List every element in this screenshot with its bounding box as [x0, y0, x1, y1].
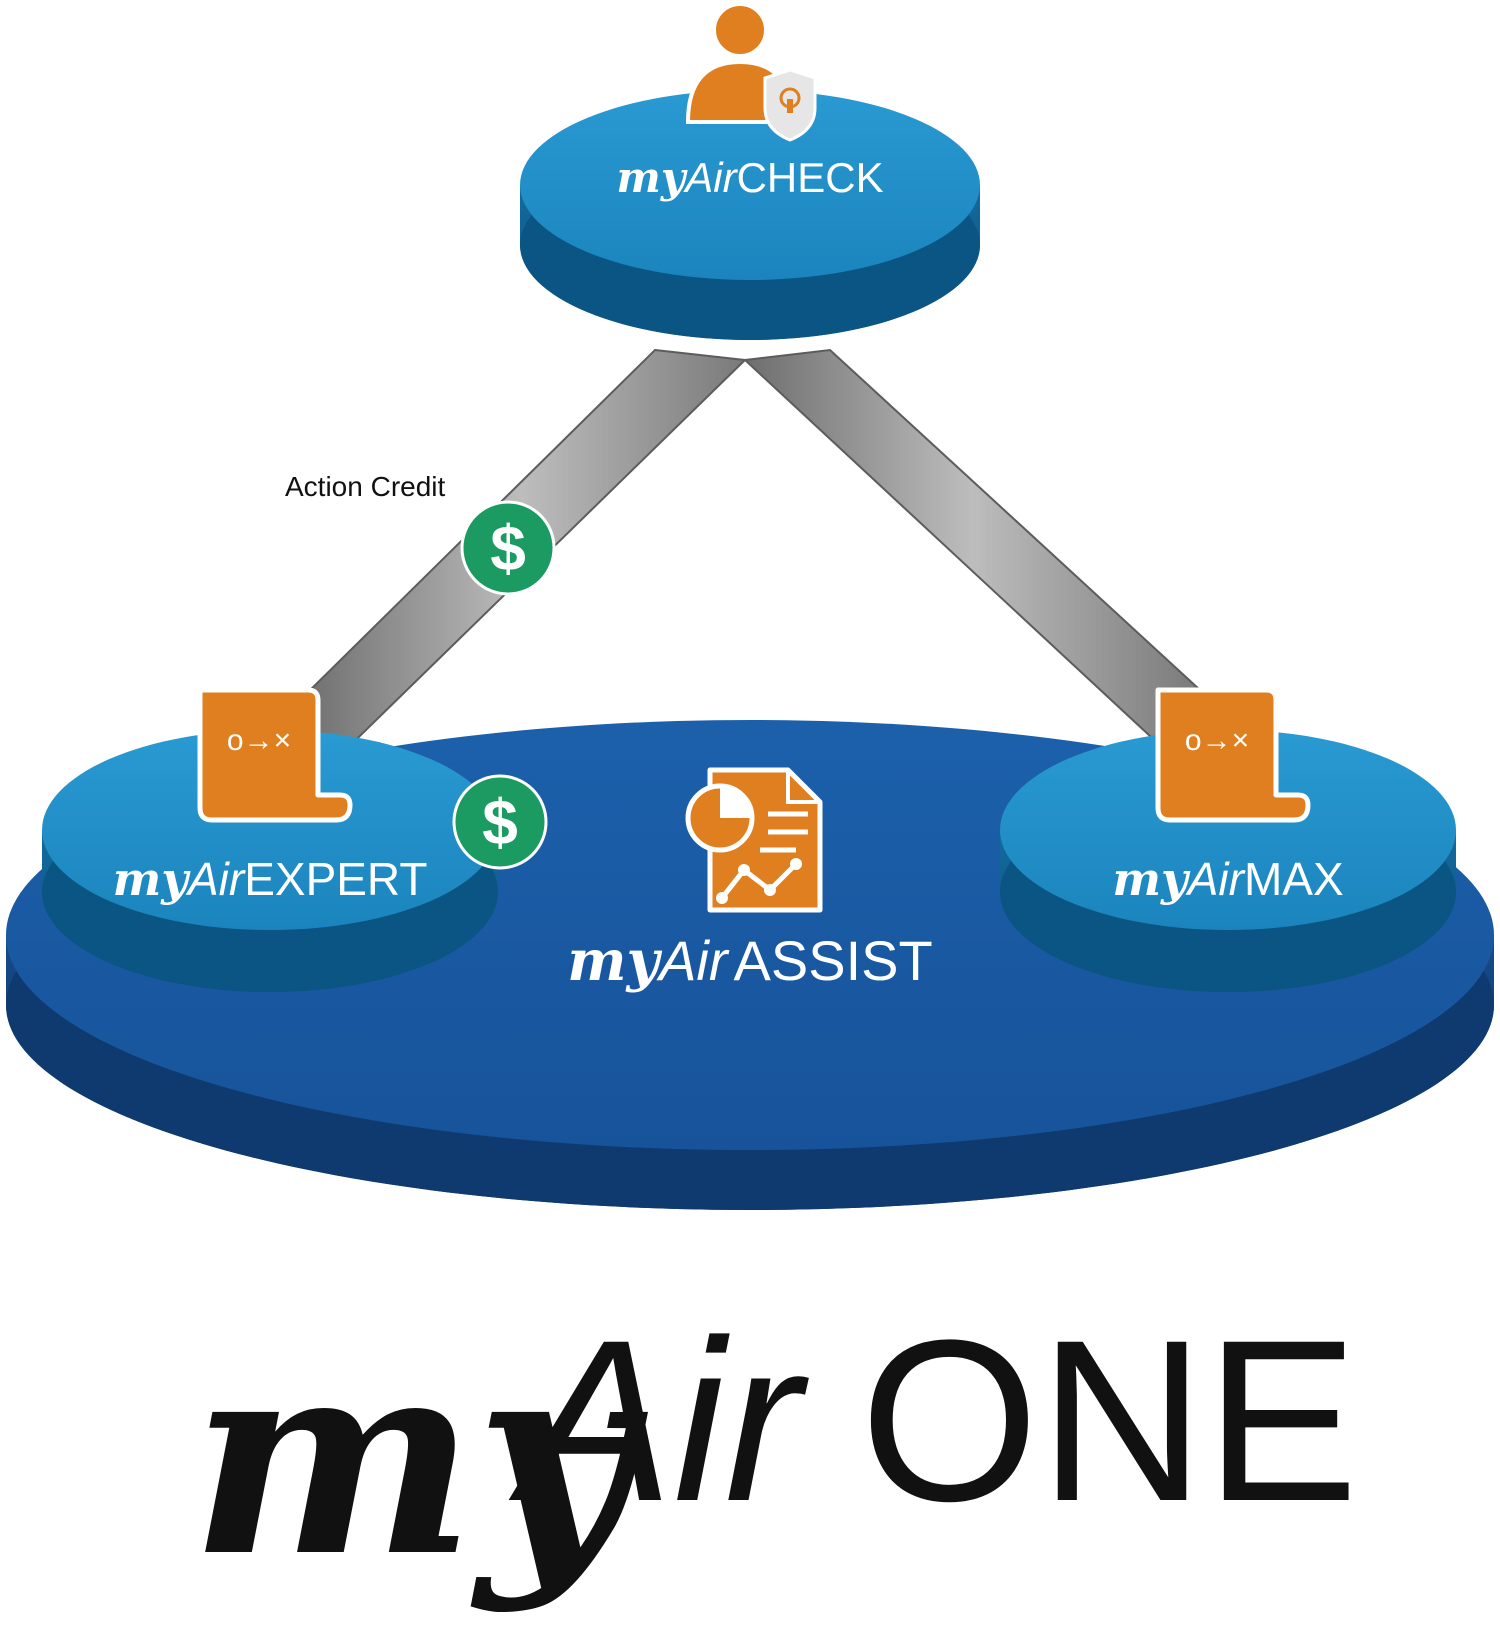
expert-disc-top — [42, 730, 498, 930]
myairone-wordmark: my Air ONE — [190, 1292, 1358, 1616]
max-label: myAirMAX — [1112, 852, 1343, 906]
max-scroll-icon: o→× — [1155, 687, 1311, 823]
dollar-coin-icon-beam: $ — [460, 500, 556, 596]
user-shield-icon — [685, 2, 817, 142]
report-chart-icon — [685, 767, 823, 913]
dollar-coin-icon-expert: $ — [452, 774, 548, 870]
brand-air: Air — [508, 1292, 810, 1549]
beam-check-to-max — [742, 348, 1202, 752]
dollar-coin-symbol-expert: $ — [482, 786, 518, 858]
brand-my: my — [190, 1298, 649, 1616]
expert-label: myAirEXPERT — [113, 852, 428, 906]
expert-disc — [42, 730, 498, 992]
check-disc-top — [520, 90, 980, 280]
dollar-coin-symbol-beam: $ — [490, 512, 526, 584]
brand-one: ONE — [860, 1292, 1358, 1549]
expert-scroll-icon: o→× — [197, 687, 353, 823]
max-disc-top — [1000, 730, 1456, 930]
max-scroll-symbol: o→× — [1185, 724, 1249, 757]
check-disc — [520, 90, 980, 340]
action-credit-label: Action Credit — [285, 471, 446, 502]
max-disc — [1000, 730, 1456, 992]
connector-beams — [298, 348, 1202, 772]
expert-scroll-symbol: o→× — [227, 724, 291, 757]
check-label: myAirCHECK — [616, 153, 883, 202]
